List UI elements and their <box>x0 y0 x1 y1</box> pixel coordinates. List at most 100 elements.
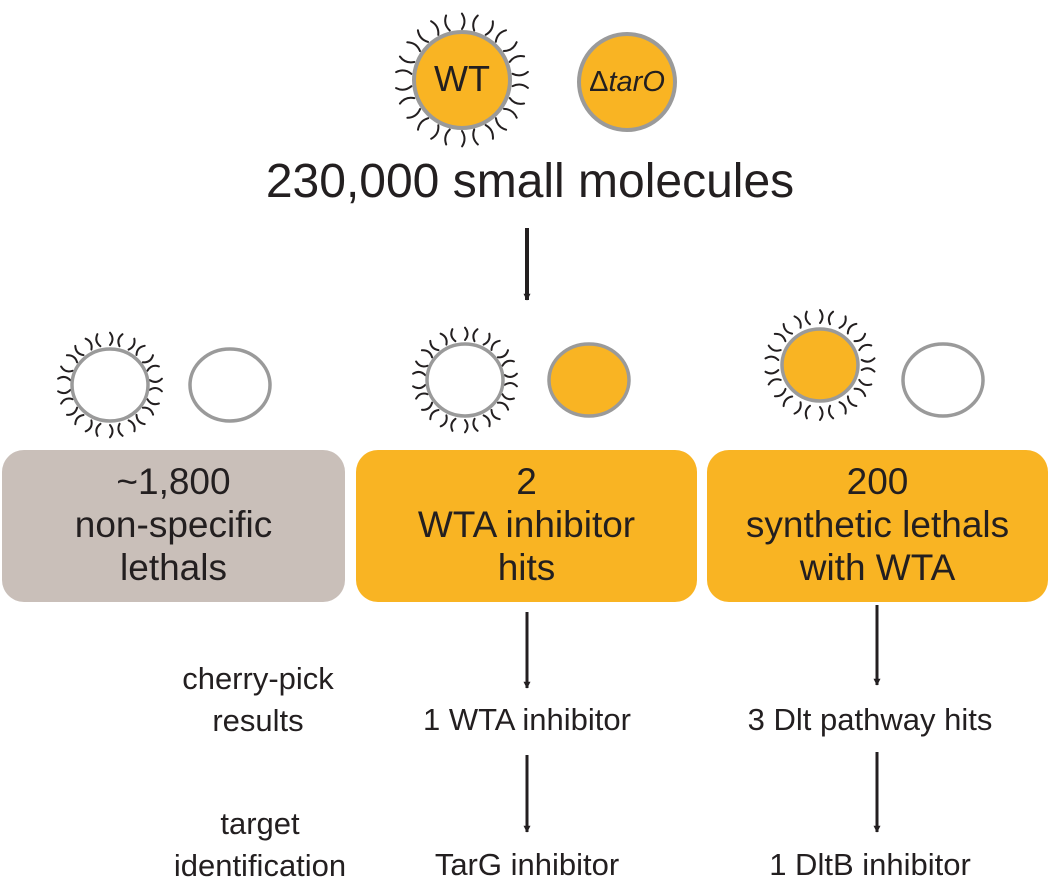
wta-polymer-strand <box>74 344 85 357</box>
wta-polymer-strand <box>60 365 74 373</box>
col3-wt-cell-icon <box>764 309 876 421</box>
wta-polymer-strand <box>57 375 72 382</box>
wta-polymer-strand <box>127 337 136 351</box>
box1-line3: lethals <box>120 547 227 588</box>
wta-polymer-strand <box>508 97 526 105</box>
wta-polymer-strand <box>430 124 440 140</box>
wta-polymer-strand <box>494 117 508 131</box>
synthetic-lethals-box: 200 synthetic lethals with WTA <box>707 450 1048 602</box>
wta-polymer-strand <box>415 392 429 400</box>
wta-polymer-strand <box>846 395 858 407</box>
box1-line2: non-specific <box>74 504 273 545</box>
wta-polymer-strand <box>417 117 430 131</box>
wta-polymer-strand <box>827 310 835 326</box>
cherry-pick-row-label: cherry-pick results <box>182 661 334 738</box>
wta-polymer-strand <box>84 419 93 433</box>
wta-polymer-strand <box>503 107 518 119</box>
wta-polymer-strand <box>846 322 858 335</box>
wta-polymer-strand <box>398 96 416 105</box>
wta-polymer-strand <box>95 422 102 437</box>
wta-polymer-strand <box>858 343 873 352</box>
col3-target-result: 1 DltB inhibitor <box>769 847 971 882</box>
tar-o-mutant-cell-icon <box>577 32 677 132</box>
wta-polymer-strand <box>484 124 494 140</box>
wta-polymer-strand <box>503 372 518 378</box>
wta-polymer-strand <box>804 310 811 326</box>
wta-polymer-strand <box>472 128 479 146</box>
wta-polymer-strand <box>773 387 787 398</box>
wta-polymer-strand <box>148 387 163 393</box>
wta-polymer-strand <box>450 417 457 432</box>
wta-polymer-strand <box>412 370 427 377</box>
wta-polymer-strand <box>472 328 479 343</box>
wt-cell-icon <box>395 12 529 148</box>
box2-count: 2 <box>516 461 537 502</box>
wta-polymer-strand <box>464 326 469 341</box>
wta-polymer-strand <box>501 393 515 401</box>
wta-polymer-strand <box>60 397 74 405</box>
wta-polymer-strand <box>496 401 510 411</box>
wta-polymer-strand <box>838 401 847 415</box>
wta-polymer-strand <box>827 404 835 420</box>
wta-polymer-strand <box>444 14 451 32</box>
col2-cherry-pick-result: 1 WTA inhibitor <box>423 702 631 737</box>
wta-polymer-strand <box>767 344 782 352</box>
wta-polymer-strand <box>860 357 876 363</box>
wt-cell-label: WT <box>434 58 490 99</box>
wta-polymer-strand <box>450 328 457 343</box>
wta-polymer-strand <box>406 41 421 53</box>
wta-polymer-strand <box>415 360 429 368</box>
wta-polymer-strand <box>819 406 824 421</box>
nonspecific-lethals-box: ~1,800 non-specific lethals <box>2 450 345 602</box>
box2-line3: hits <box>497 547 556 588</box>
wta-polymer-strand <box>838 315 847 329</box>
wta-polymer-strand <box>764 369 780 375</box>
col2-mutant-cell-icon <box>547 342 631 418</box>
wta-polymer-strand <box>502 41 518 52</box>
wta-polymer-strand <box>74 414 85 426</box>
wta-polymer-strand <box>117 333 124 348</box>
wta-polymer-strand <box>461 130 466 148</box>
wta-polymer-strand <box>109 331 114 346</box>
wta-polymer-strand <box>819 309 824 324</box>
wta-polymer-strand <box>109 424 114 439</box>
wta-polymer-strand <box>860 367 876 373</box>
wta-polymer-strand <box>406 108 422 119</box>
wta-polymer-strand <box>444 128 451 146</box>
wta-polymer-strand <box>429 409 440 421</box>
wta-inhibitor-hits-box: 2 WTA inhibitor hits <box>356 450 697 602</box>
wta-polymer-strand <box>439 332 448 346</box>
wta-polymer-strand <box>395 69 413 75</box>
wta-polymer-strand <box>494 29 507 43</box>
wta-polymer-strand <box>511 83 529 89</box>
col2-target-result: TarG inhibitor <box>434 847 620 882</box>
wta-polymer-strand <box>853 332 867 343</box>
wta-polymer-strand <box>135 344 146 356</box>
wta-polymer-strand <box>141 406 155 416</box>
wta-polymer-strand <box>439 414 448 428</box>
wta-polymer-strand <box>858 378 873 387</box>
col2-wt-cell-icon <box>412 326 518 434</box>
wta-polymer-strand <box>508 55 526 63</box>
wta-polymer-strand <box>782 395 794 408</box>
wta-polymer-strand <box>496 349 509 359</box>
box2-line2: WTA inhibitor <box>417 504 636 545</box>
col3-cherry-pick-result: 3 Dlt pathway hits <box>747 702 993 737</box>
wta-polymer-strand <box>501 359 515 367</box>
library-size-headline: 230,000 small molecules <box>265 155 795 208</box>
wta-polymer-strand <box>127 419 136 433</box>
tar-o-cell-label: ΔtarO <box>577 68 677 97</box>
wta-polymer-strand <box>773 332 787 343</box>
wta-polymer-strand <box>84 337 93 351</box>
wta-polymer-strand <box>793 401 802 415</box>
wta-polymer-strand <box>490 408 501 421</box>
wta-polymer-strand <box>146 398 160 406</box>
wta-polymer-strand <box>793 315 802 329</box>
col1-wt-cell-icon <box>57 331 163 439</box>
wta-polymer-strand <box>482 414 491 428</box>
wta-polymer-strand <box>66 406 79 416</box>
wta-polymer-strand <box>764 355 780 361</box>
wta-polymer-strand <box>484 20 494 36</box>
